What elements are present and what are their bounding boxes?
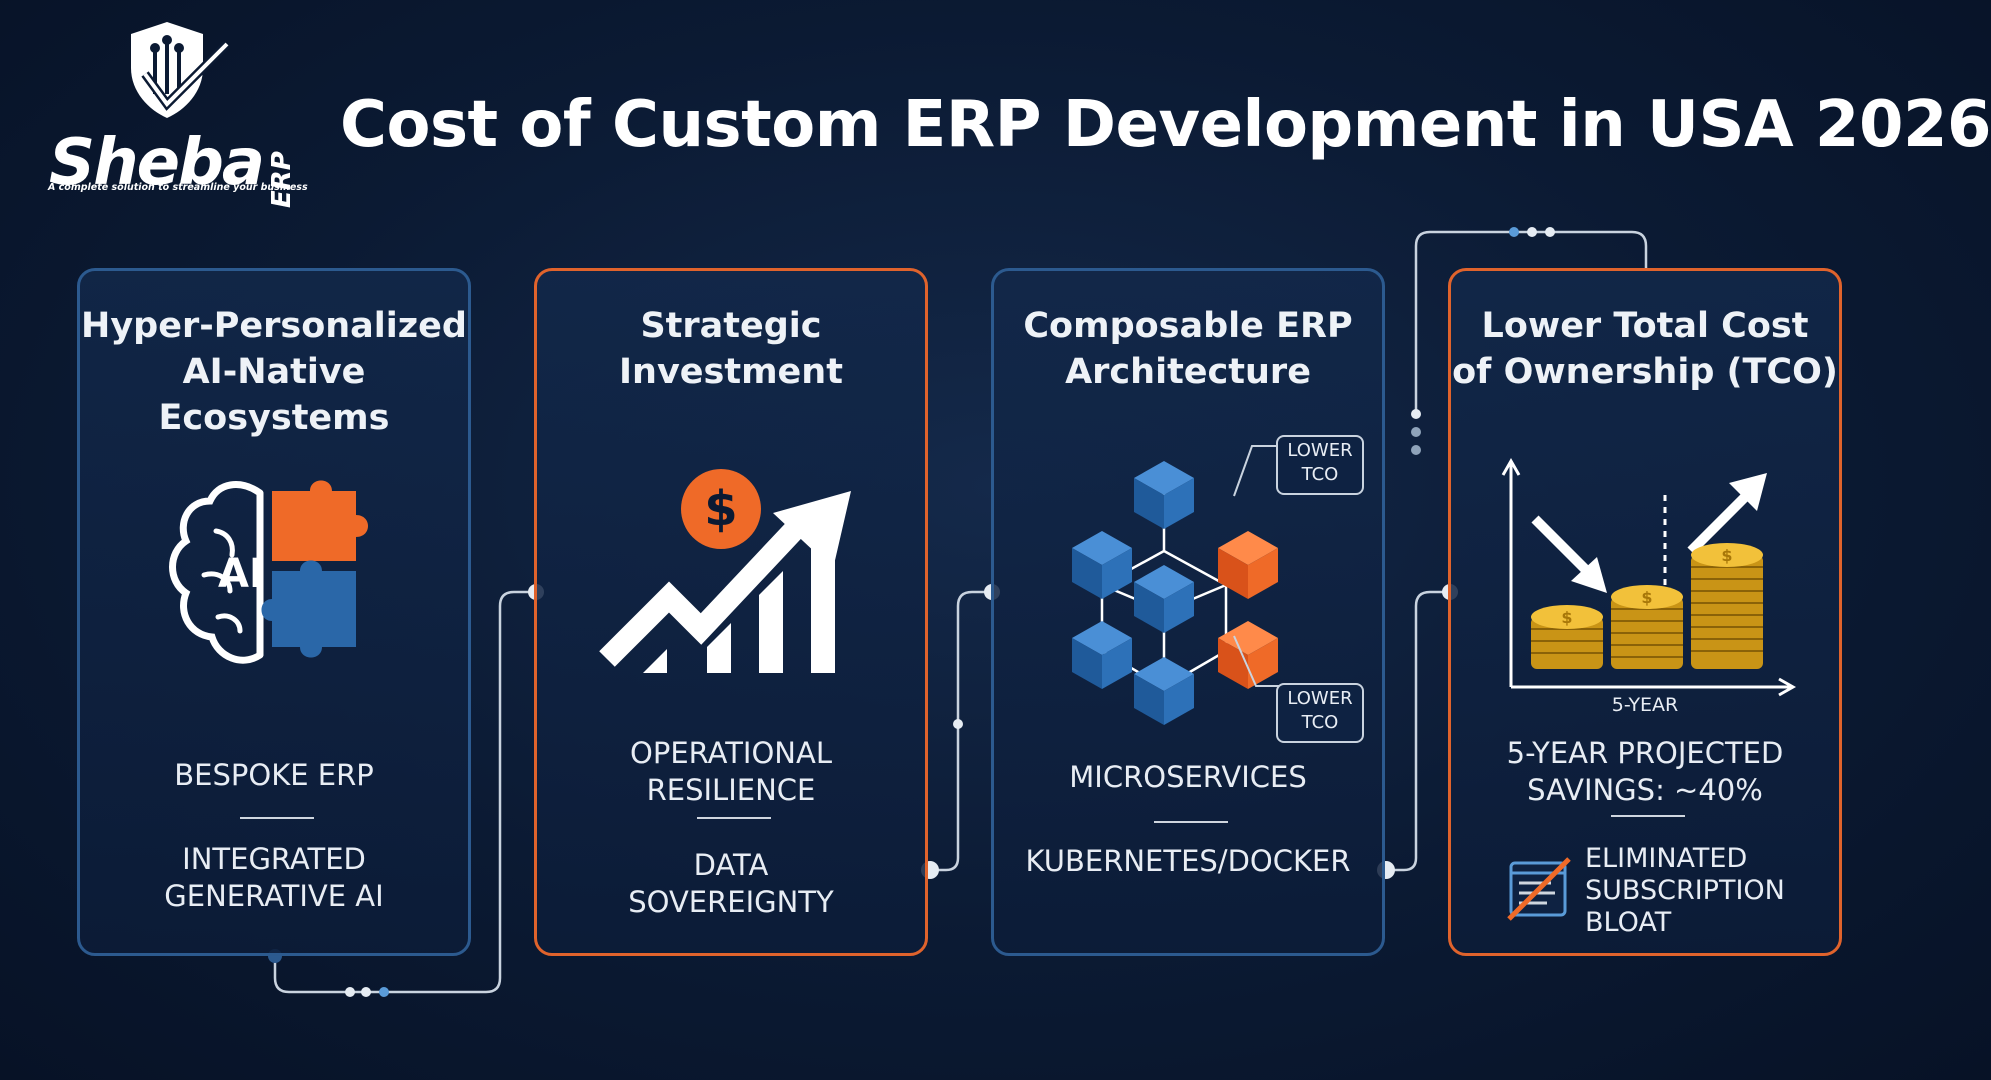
ai-label: AI: [218, 551, 264, 597]
card-primary-text: BESPOKE ERP: [174, 758, 374, 792]
logo-tagline: A complete solution to streamline your b…: [48, 182, 308, 193]
card-title: Hyper-Personalized AI-Native Ecosystems: [81, 306, 467, 438]
sheba-erp-logo: Sheba ERP A complete solution to streaml…: [45, 18, 308, 208]
card-lower-tco: Lower Total Cost of Ownership (TCO) $ $: [1448, 268, 1842, 956]
svg-text:$: $: [1721, 546, 1732, 565]
cube-network-icon: [1072, 461, 1278, 725]
card-primary-text: 5-YEAR PROJECTED SAVINGS: ~40%: [1506, 736, 1784, 807]
callout-lines: [1233, 445, 1280, 687]
page-title: Cost of Custom ERP Development in USA 20…: [340, 88, 1991, 162]
callout-lower-tco-top: [1276, 435, 1364, 495]
callout-text: LOWER TCO: [1287, 688, 1353, 733]
callout-text: LOWER TCO: [1287, 440, 1353, 485]
card-primary-text: MICROSERVICES: [1069, 760, 1307, 794]
shield-circuit-icon: [131, 22, 231, 118]
card-secondary-text: DATA SOVEREIGNTY: [628, 848, 834, 919]
card-secondary-text: INTEGRATED GENERATIVE AI: [164, 842, 384, 913]
logo-wordmark: Sheba: [49, 126, 265, 200]
svg-text:$: $: [1561, 608, 1572, 627]
card-secondary-text: ELIMINATED SUBSCRIPTION BLOAT: [1585, 843, 1785, 938]
card-divider: [240, 817, 314, 819]
card-primary-text: OPERATIONAL RESILIENCE: [630, 736, 832, 807]
card-secondary-text: KUBERNETES/DOCKER: [1025, 844, 1351, 878]
card-divider: [1611, 815, 1685, 817]
svg-text:$: $: [1641, 588, 1652, 607]
card-strategic-investment: Strategic Investment $ OPERATIONAL RESIL…: [534, 268, 928, 956]
card-title: Strategic Investment: [619, 306, 843, 392]
coin-stack-medium: $: [1611, 585, 1683, 669]
chart-axis-label: 5-YEAR: [1611, 694, 1679, 716]
no-subscription-icon: [1507, 857, 1571, 921]
infographic: Sheba ERP A complete solution to streaml…: [45, 18, 1991, 997]
growth-chart-dollar-icon: $: [599, 469, 851, 673]
coin-stacks-chart-icon: $ $ $: [1501, 457, 1797, 697]
card-ai-native-ecosystems: Hyper-Personalized AI-Native Ecosystems …: [77, 268, 471, 956]
brain-puzzle-icon: AI: [169, 480, 368, 664]
callout-lower-tco-bottom: [1276, 683, 1364, 743]
dollar-label: $: [704, 481, 737, 537]
card-divider: [697, 817, 771, 819]
cube-blue: [1134, 461, 1194, 529]
card-composable-erp: Composable ERP Architecture LOWER TCO LO…: [991, 268, 1385, 956]
card-title: Composable ERP Architecture: [1023, 306, 1353, 392]
card-divider: [1154, 821, 1228, 823]
coin-stack-small: $: [1531, 605, 1603, 669]
coin-stack-large: $: [1691, 543, 1763, 669]
card-title: Lower Total Cost of Ownership (TCO): [1452, 306, 1838, 392]
